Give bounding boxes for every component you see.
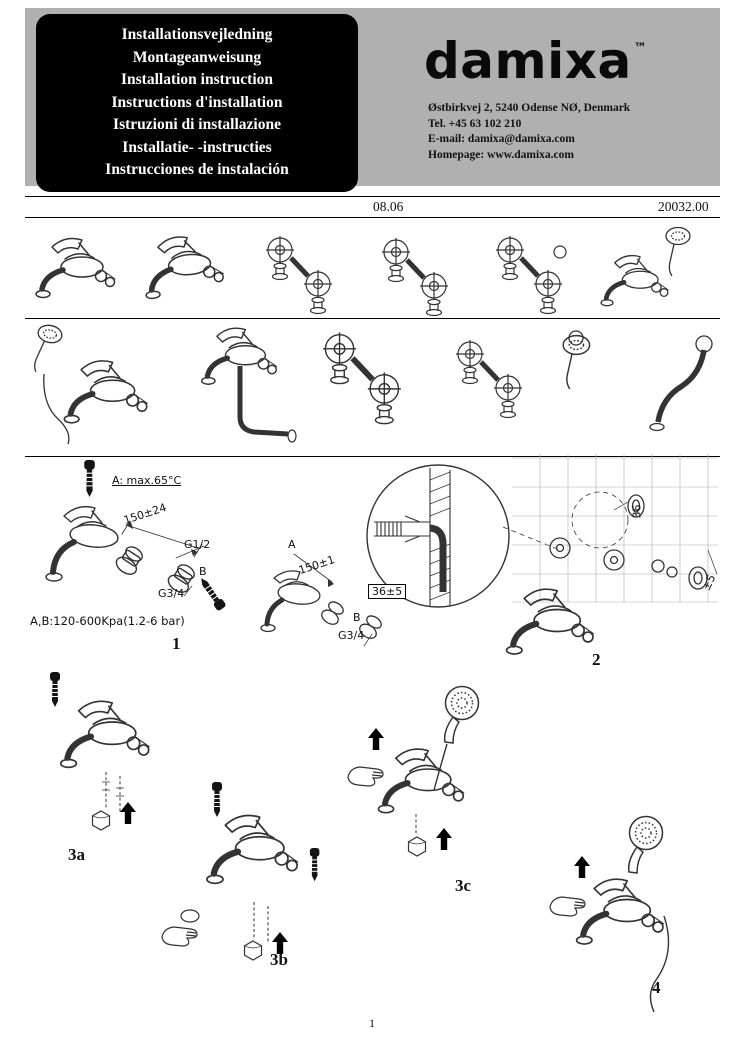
step3b-label: 3b [270,950,288,969]
offset-dim-36: 36 [630,504,644,519]
figure2-wall-drawing [512,454,718,669]
figure1-faucet-drawing [45,505,205,597]
wall-section-detail-circle [366,464,510,608]
product-illustration-swivel-spout [649,335,713,432]
thread-size-g34-2: G3/4 [338,629,365,642]
step4-illustration [549,815,670,1013]
detail-leader-line [502,526,561,551]
product-illustration-cross-valves-3 [494,234,567,322]
divider-rule-4 [25,456,720,457]
recess-depth-dim: 36±5 [368,584,407,599]
port-b-label: B [199,565,207,578]
figure1-number: 1 [172,634,181,653]
title-italian: Istruzioni di installazione [113,116,281,134]
max-temperature-note: A: max.65°C [112,474,182,487]
port-b-label-2: B [353,611,361,624]
product-illustration-mixer-with-shower [594,226,691,322]
title-english: Installation instruction [120,71,273,89]
product-illustration-cross-valves-5 [454,338,534,426]
indicator-pin-icon-1 [83,459,96,498]
trademark-symbol: ™ [633,41,648,56]
document-date: 08.06 [373,199,404,214]
title-german: Montageanweisung [132,48,262,66]
step3a-illustration [49,671,190,831]
product-illustration-cross-valves-4 [320,330,418,436]
title-danish: Installationsvejledning [121,26,273,44]
pressure-range-note: A,B:120-600Kpa(1.2-6 bar) [30,614,185,628]
product-illustration-bath-mixer-shower-set [29,322,163,445]
step3b-illustration [161,781,320,961]
product-illustration-handshower-holder [562,330,591,390]
product-illustration-wall-mixer-1 [30,232,125,314]
step4-label: 4 [652,978,661,997]
product-illustration-mixer-long-spout [196,322,297,443]
company-contact-block: Østbirkvej 2, 5240 Odense NØ, Denmark Te… [428,101,630,163]
thread-size-g34: G3/4 [158,587,185,600]
title-french: Instructions d'installation [111,93,283,111]
thread-size-g12: G1/2 [184,538,211,551]
figure1-faucet-drawing-2 [260,553,382,647]
title-dutch: Installatie- -instructies [122,138,272,156]
language-title-box: Installationsvejledning Montageanweisung… [36,14,358,192]
divider-rule-2 [25,217,720,218]
document-number: 20032.00 [658,199,709,214]
step3a-label: 3a [68,845,85,864]
divider-rule-3 [25,318,720,319]
product-illustration-cross-valves-1 [264,234,344,322]
port-a-label: A [288,538,296,551]
product-illustration-wall-mixer-2 [138,230,233,312]
divider-rule-1 [25,196,720,197]
title-spanish: Instrucciones de instalación [105,161,289,179]
company-email: E-mail: damixa@damixa.com [428,133,575,145]
step3c-illustration [347,685,480,857]
brand-name: damixa [424,32,632,90]
company-phone: Tel. +45 63 102 210 [428,117,522,130]
step3c-label: 3c [455,876,472,895]
figure2-number: 2 [592,650,601,669]
company-homepage: Homepage: www.damixa.com [428,148,574,161]
company-address: Østbirkvej 2, 5240 Odense NØ, Denmark [428,102,631,114]
page-number: 1 [369,1016,375,1030]
product-illustration-cross-valves-2 [380,236,460,324]
